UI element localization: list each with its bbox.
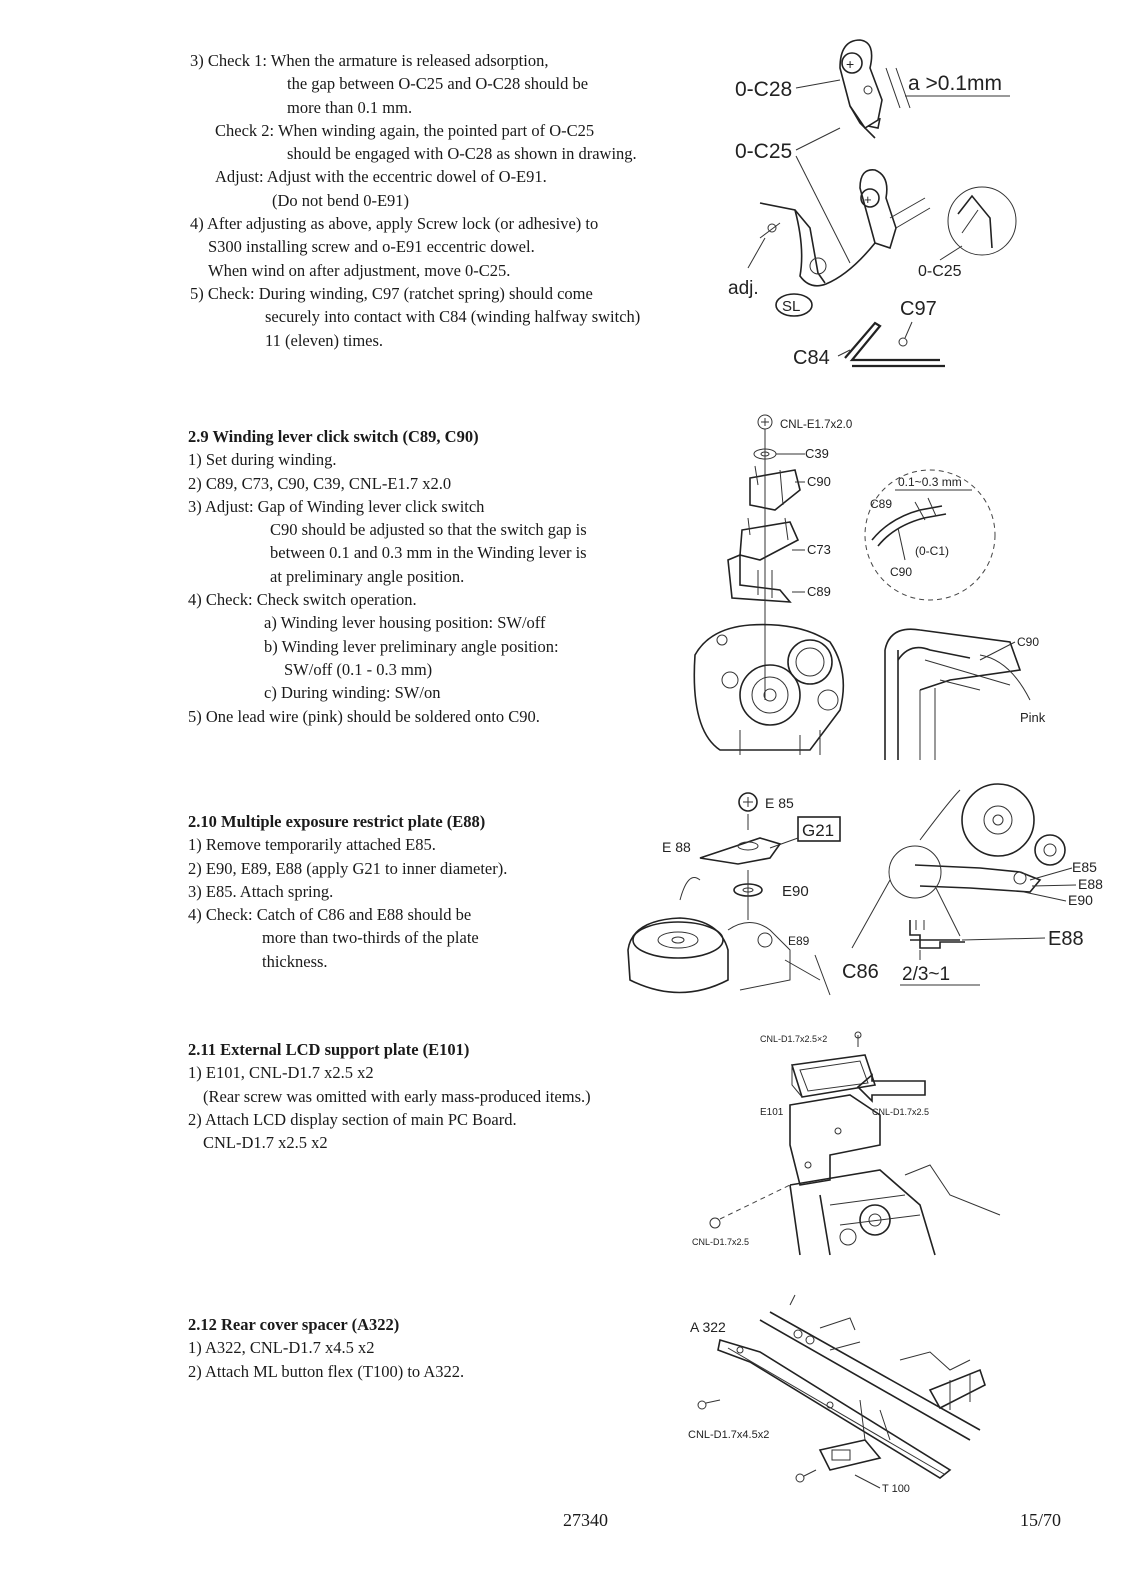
text-line: should be engaged with O-C28 as shown in…	[287, 144, 637, 164]
label: Pink	[1020, 710, 1046, 725]
label: E90	[782, 883, 809, 900]
restrict-plate-diagram: E 85 G21 E 88 E90 E89 E85 E88	[627, 783, 1103, 996]
label: C73	[807, 542, 831, 557]
gap-adjustment-diagram: + 0-C28 a >0.1mm 0-C25 + 0-C25 adj. SL	[728, 39, 1017, 369]
text-line: b) Winding lever preliminary angle posit…	[264, 636, 559, 656]
text-line: 5) One lead wire (pink) should be solder…	[188, 706, 540, 726]
text-line: 1) Set during winding.	[188, 450, 337, 470]
rear-cover-spacer-diagram: A 322 CNL-D1.7x4.5x2 T 100	[688, 1294, 986, 1495]
section-heading: 2.10 Multiple exposure restrict plate (E…	[188, 812, 486, 831]
section-2-12-text: 2.12 Rear cover spacer (A322) 1) A322, C…	[188, 1313, 464, 1383]
click-switch-diagram: CNL-E1.7x2.0 C39 C90 C73 C89	[693, 414, 1046, 760]
text-line: 3) Adjust: Gap of Winding lever click sw…	[188, 496, 485, 516]
document-number: 27340	[563, 1510, 608, 1530]
text-line: When wind on after adjustment, move 0-C2…	[208, 260, 511, 280]
text-line: 4) After adjusting as above, apply Screw…	[190, 214, 599, 234]
label: 0-C28	[735, 78, 792, 101]
text-line: more than two-thirds of the plate	[262, 928, 479, 948]
section-heading: 2.9 Winding lever click switch (C89, C90…	[188, 427, 479, 446]
label: 0-C25	[735, 140, 792, 163]
svg-text:+: +	[846, 56, 854, 72]
label: E89	[788, 934, 810, 948]
section-heading: 2.12 Rear cover spacer (A322)	[188, 1315, 400, 1334]
text-line: the gap between O-C25 and O-C28 should b…	[287, 74, 589, 94]
text-line: 1) Remove temporarily attached E85.	[188, 835, 436, 855]
text-line: 2) C89, C73, C90, C39, CNL-E1.7 x2.0	[188, 473, 452, 493]
label: E90	[1068, 892, 1093, 908]
check-procedure-text: 3) Check 1: When the armature is release…	[190, 49, 640, 352]
label: C86	[842, 961, 879, 983]
text-line: 2) E90, E89, E88 (apply G21 to inner dia…	[188, 858, 508, 878]
label: C89	[870, 497, 892, 511]
label: E88	[1078, 876, 1103, 892]
text-line: SW/off (0.1 - 0.3 mm)	[284, 659, 433, 679]
text-line: Check 2: When winding again, the pointed…	[215, 120, 595, 140]
label: E 85	[765, 795, 794, 811]
label: E 88	[662, 839, 691, 855]
label: adj.	[728, 278, 759, 299]
label: E88	[1048, 928, 1084, 950]
section-2-10-text: 2.10 Multiple exposure restrict plate (E…	[188, 810, 507, 973]
text-line: (Do not bend 0-E91)	[272, 190, 410, 210]
lcd-support-plate-diagram: CNL-D1.7x2.5×2 E101 CNL-D1.7x2.5 CNL-D1.…	[692, 1031, 1001, 1256]
label: CNL-D1.7x2.5	[692, 1237, 749, 1247]
label: 2/3~1	[902, 964, 950, 985]
text-line: at preliminary angle position.	[270, 566, 465, 586]
label: G21	[802, 821, 834, 840]
text-line: 1) A322, CNL-D1.7 x4.5 x2	[188, 1338, 375, 1358]
label: a >0.1mm	[908, 72, 1002, 95]
text-line: C90 should be adjusted so that the switc…	[270, 520, 587, 540]
label: CNL-D1.7x2.5	[872, 1107, 929, 1117]
label: C39	[805, 446, 829, 461]
label: T 100	[882, 1483, 910, 1495]
text-line: 2) Attach ML button flex (T100) to A322.	[188, 1361, 465, 1381]
text-line: 1) E101, CNL-D1.7 x2.5 x2	[188, 1063, 374, 1083]
text-line: more than 0.1 mm.	[287, 97, 413, 117]
text-line: thickness.	[262, 951, 328, 971]
label: CNL-D1.7x2.5×2	[760, 1034, 827, 1044]
text-line: 4) Check: Check switch operation.	[188, 590, 417, 610]
text-line: 11 (eleven) times.	[265, 330, 384, 350]
label: CNL-D1.7x4.5x2	[688, 1429, 769, 1441]
text-line: 2) Attach LCD display section of main PC…	[188, 1109, 517, 1129]
text-line: c) During winding: SW/on	[264, 683, 441, 703]
text-line: CNL-D1.7 x2.5 x2	[203, 1133, 328, 1153]
label: SL	[782, 298, 800, 315]
label: C84	[793, 347, 830, 369]
text-line: (Rear screw was omitted with early mass-…	[203, 1086, 591, 1106]
label: E101	[760, 1107, 784, 1118]
section-2-11-text: 2.11 External LCD support plate (E101) 1…	[188, 1038, 591, 1154]
text-line: Adjust: Adjust with the eccentric dowel …	[215, 167, 547, 187]
text-line: 3) Check 1: When the armature is release…	[190, 51, 549, 70]
label: C90	[1017, 635, 1039, 649]
text-line: S300 installing screw and o-E91 eccentri…	[208, 237, 535, 257]
label: 0.1~0.3 mm	[898, 475, 962, 489]
text-line: 3) E85. Attach spring.	[188, 881, 334, 901]
label: C90	[807, 474, 831, 489]
text-line: a) Winding lever housing position: SW/of…	[264, 613, 546, 633]
text-line: 5) Check: During winding, C97 (ratchet s…	[190, 283, 593, 303]
label: C90	[890, 565, 912, 579]
label: CNL-E1.7x2.0	[780, 419, 852, 431]
label: (0-C1)	[915, 544, 949, 558]
text-line: 4) Check: Catch of C86 and E88 should be	[188, 905, 472, 925]
text-line: securely into contact with C84 (winding …	[265, 307, 641, 327]
label: C97	[900, 298, 937, 320]
svg-text:+: +	[864, 192, 872, 207]
text-line: between 0.1 and 0.3 mm in the Winding le…	[270, 543, 587, 563]
label: A 322	[690, 1319, 726, 1335]
section-2-9-text: 2.9 Winding lever click switch (C89, C90…	[188, 425, 587, 728]
label: 0-C25	[918, 263, 962, 280]
section-heading: 2.11 External LCD support plate (E101)	[188, 1040, 470, 1059]
page-number: 15/70	[1020, 1510, 1062, 1530]
label: C89	[807, 584, 831, 599]
label: E85	[1072, 859, 1097, 875]
